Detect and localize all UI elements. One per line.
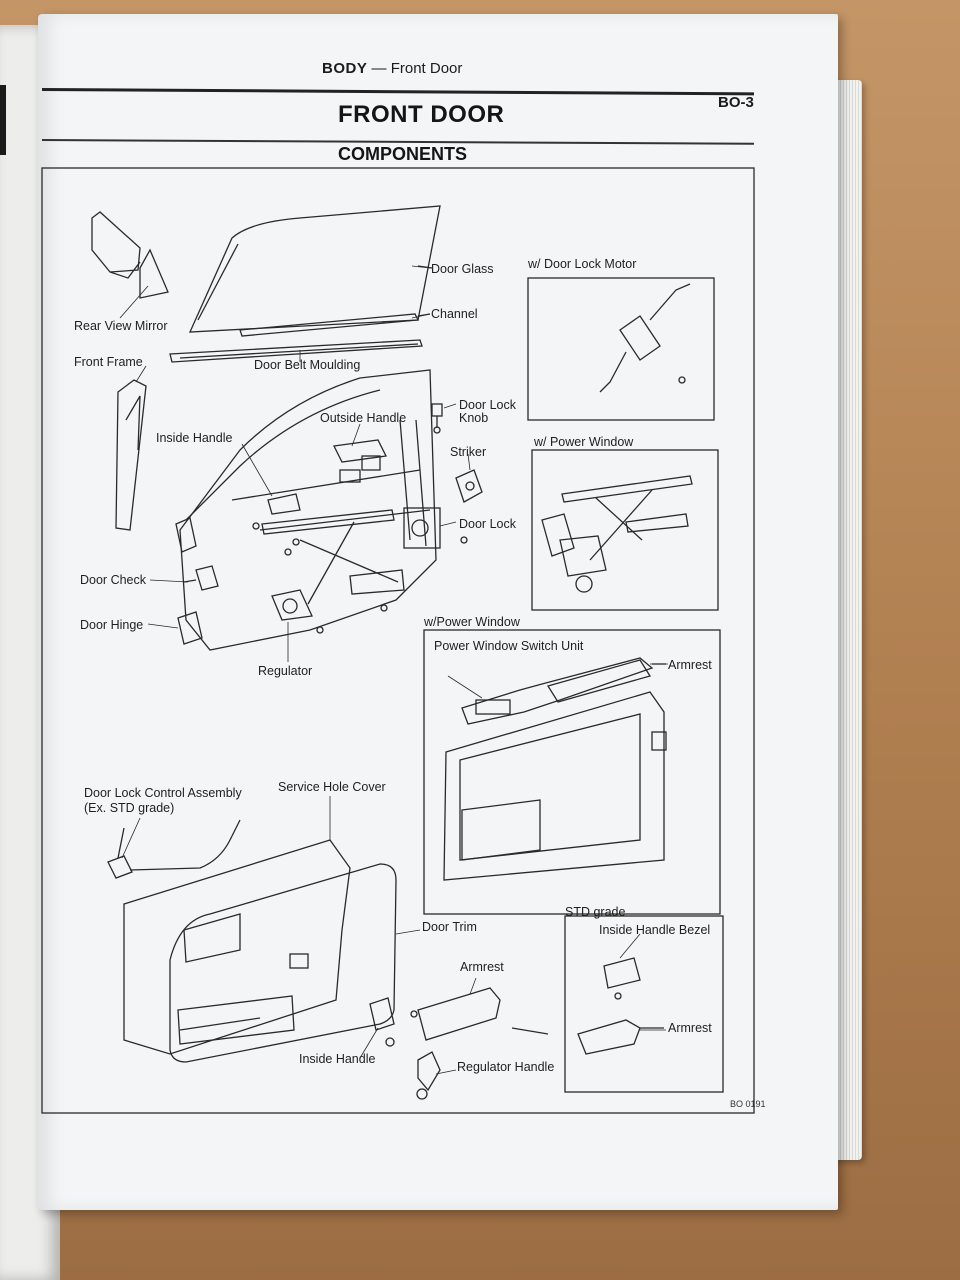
label-door-lock-knob-line1: Door Lock [459, 398, 516, 412]
inset-title-std-grade: STD grade [565, 905, 626, 919]
page-title: FRONT DOOR [338, 101, 505, 128]
inset-power-window-trim [423, 629, 721, 915]
outside-handle-part [333, 439, 387, 483]
inset-title-power-window: w/ Power Window [534, 435, 634, 449]
regulator-handle-part [416, 1051, 441, 1100]
label-door-trim: Door Trim [422, 920, 477, 934]
power-window-regulator-part [541, 475, 693, 593]
header-section: BODY [322, 60, 368, 77]
label-door-belt-moulding: Door Belt Moulding [254, 358, 361, 372]
door-hinge-part [175, 517, 203, 645]
page-number: BO-3 [718, 94, 754, 111]
door-belt-moulding-part [169, 339, 423, 363]
door-check-part [183, 565, 219, 591]
header-subsection: Front Door [390, 60, 463, 77]
inside-handle-bezel-part [603, 957, 641, 1000]
label-door-lock: Door Lock [459, 517, 516, 531]
inset-door-lock-motor [527, 277, 715, 421]
pw-door-trim-part [443, 691, 665, 881]
rear-view-mirror-part [91, 211, 169, 299]
inset-std-grade [564, 915, 724, 1093]
label-striker: Striker [450, 445, 487, 459]
label-outside-handle: Outside Handle [320, 411, 407, 425]
inside-handle-lower-part [369, 997, 395, 1047]
label-inside-handle-bezel: Inside Handle Bezel [599, 923, 711, 937]
inset-title-door-lock-motor: w/ Door Lock Motor [528, 257, 637, 271]
header-separator: — [371, 60, 387, 77]
label-door-lock-knob-line2: Knob [459, 411, 489, 425]
front-frame-part [115, 379, 147, 531]
power-window-switch-part [461, 657, 654, 725]
label-door-lock-control-line1: Door Lock Control Assembly [84, 786, 242, 800]
pw-clip-part [651, 731, 667, 751]
door-lock-knob-part [431, 403, 443, 434]
armrest-part [410, 987, 549, 1041]
label-door-hinge: Door Hinge [80, 618, 144, 632]
figure-code: BO 0191 [730, 1099, 766, 1109]
inset-power-window [531, 449, 719, 611]
striker-part [455, 469, 483, 503]
label-armrest-std: Armrest [668, 1021, 712, 1035]
door-lock-motor-part [599, 283, 691, 393]
label-door-lock-control-line2: (Ex. STD grade) [84, 801, 175, 815]
door-glass-part [188, 205, 441, 333]
door-trim-part [169, 863, 397, 1063]
regulator-part [261, 509, 405, 621]
inset-title-power-window-2: w/Power Window [424, 615, 520, 629]
door-lock-control-part [107, 819, 241, 879]
label-inside-handle-lower: Inside Handle [299, 1052, 376, 1066]
screw-group [252, 522, 468, 634]
label-armrest: Armrest [460, 960, 504, 974]
service-hole-cover-part [123, 839, 351, 1055]
label-power-window-switch-unit: Power Window Switch Unit [434, 639, 584, 653]
lock-rods [399, 419, 427, 547]
label-armrest-pw: Armrest [668, 658, 712, 672]
label-regulator: Regulator [258, 664, 313, 678]
label-inside-handle-upper: Inside Handle [156, 431, 233, 445]
std-armrest-part [577, 1019, 664, 1055]
page-subtitle: COMPONENTS [338, 144, 468, 164]
diagram-frame [41, 167, 755, 1114]
label-rear-view-mirror: Rear View Mirror [74, 319, 168, 333]
door-shell [179, 369, 437, 651]
running-header: BODY — Front Door [322, 60, 462, 77]
label-regulator-handle: Regulator Handle [457, 1060, 555, 1074]
inside-handle-upper-part [267, 493, 301, 515]
door-lock-part [403, 507, 441, 549]
label-channel: Channel [431, 307, 478, 321]
label-service-hole-cover: Service Hole Cover [278, 780, 386, 794]
label-front-frame: Front Frame [74, 355, 143, 369]
label-door-check: Door Check [80, 573, 146, 587]
label-door-glass: Door Glass [431, 262, 494, 276]
